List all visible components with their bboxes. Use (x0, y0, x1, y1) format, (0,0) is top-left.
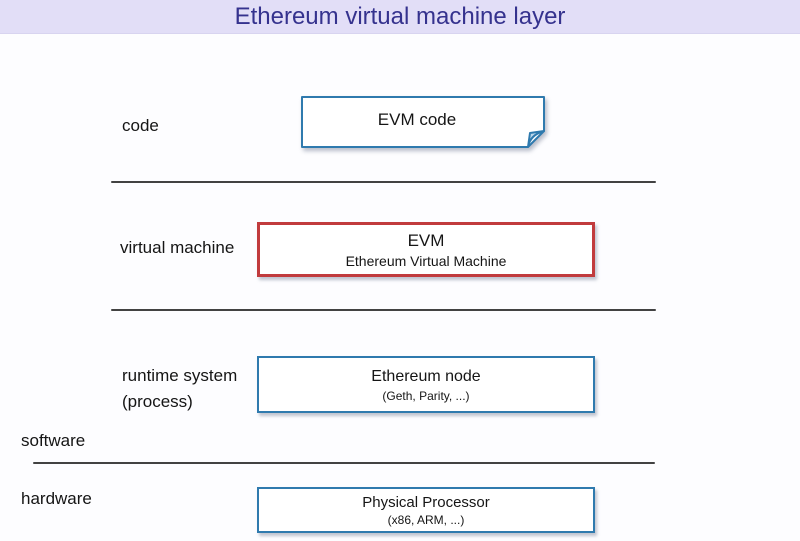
physical-processor-label: Physical Processor (362, 493, 490, 511)
note-fold-icon (527, 130, 545, 148)
row-label-virtual-machine: virtual machine (120, 238, 235, 257)
evm-code-label: EVM code (377, 110, 457, 129)
row-label-code: code (122, 116, 159, 135)
separator-line-code-vm (111, 181, 656, 183)
title-bar: Ethereum virtual machine layer (0, 0, 800, 34)
ethereum-node-sublabel: (Geth, Parity, ...) (382, 388, 470, 403)
separator-line-software-hardware (33, 462, 655, 464)
row-label-runtime-system: runtime system (122, 366, 238, 385)
evm-label: EVM (407, 231, 445, 250)
separator-line-vm-runtime (111, 309, 656, 311)
evm-box: EVM Ethereum Virtual Machine (257, 222, 595, 277)
ethereum-node-label: Ethereum node (371, 367, 481, 385)
evm-code-note: EVM code (301, 96, 545, 148)
physical-processor-sublabel: (x86, ARM, ...) (387, 512, 465, 527)
evm-sublabel: Ethereum Virtual Machine (345, 253, 507, 269)
row-label-process: (process) (122, 392, 193, 411)
note-with-folded-corner-shape (301, 96, 545, 148)
row-label-software: software (21, 431, 86, 450)
row-label-hardware: hardware (21, 489, 92, 508)
page-title: Ethereum virtual machine layer (234, 3, 566, 30)
ethereum-node-box: Ethereum node (Geth, Parity, ...) (257, 356, 595, 413)
physical-processor-box: Physical Processor (x86, ARM, ...) (257, 487, 595, 533)
